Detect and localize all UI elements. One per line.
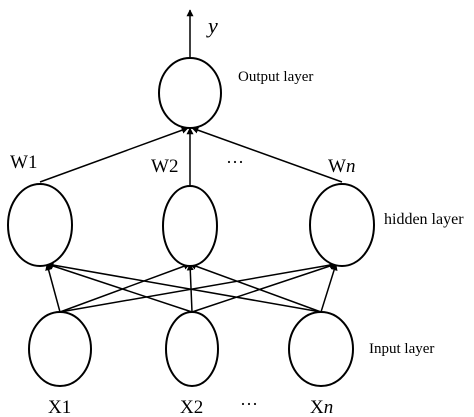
hidden-node-n [309, 183, 375, 267]
edge-x1-h3 [59, 261, 337, 313]
weight-label-1: W1 [10, 152, 37, 173]
edge-x1-h1 [45, 263, 61, 313]
edge-x2-h3 [191, 262, 337, 313]
weight-label-2: W2 [151, 156, 178, 177]
edge-h3-out [191, 126, 343, 183]
edge-xn-h2 [189, 262, 322, 313]
input-label-2: X2 [180, 397, 203, 417]
input-node-1 [28, 311, 92, 387]
output-node [158, 57, 222, 129]
input-layer-label: Input layer [369, 341, 434, 357]
hidden-to-output-edges [39, 126, 343, 186]
output-variable-label: y [206, 13, 218, 38]
edge-x1-h2 [59, 262, 191, 313]
edge-h1-out [39, 126, 189, 183]
hidden-layer-label: hidden layer [384, 211, 464, 228]
input-ellipsis: ··· [240, 394, 258, 414]
edge-x2-h1 [46, 262, 193, 313]
edge-x2-h2 [186, 263, 194, 313]
input-label-n: Xn [310, 397, 333, 417]
input-node-2 [165, 311, 219, 387]
edge-xn-h1 [46, 261, 322, 313]
output-layer-label: Output layer [238, 69, 313, 85]
input-label-1: X1 [48, 397, 71, 417]
hidden-node-2 [162, 185, 218, 267]
hidden-node-1 [7, 183, 73, 267]
input-node-n [288, 311, 354, 387]
weight-label-n: Wn [328, 156, 355, 177]
weight-ellipsis: ··· [226, 152, 244, 172]
input-to-hidden-edges [45, 261, 338, 313]
edge-xn-h3 [320, 263, 338, 313]
